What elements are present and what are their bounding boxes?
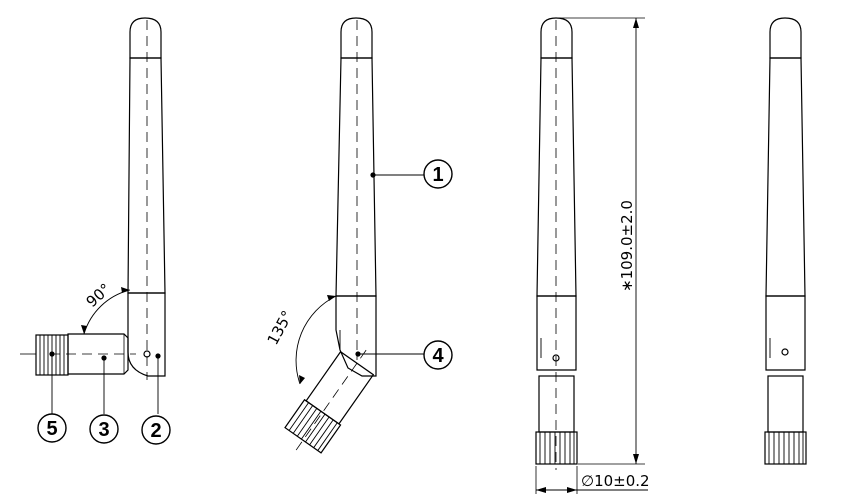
length-dimension-label: ∗109.0±2.0 (618, 200, 636, 292)
callout-1-label: 1 (432, 164, 443, 186)
diameter-dimension-label: ∅10±0.2 (581, 472, 650, 490)
antenna-view-90deg (20, 17, 171, 445)
antenna-view-straight (764, 17, 807, 465)
antenna-whip (335, 57, 377, 297)
callout-3-circle (89, 414, 119, 444)
knurled-nut (764, 431, 807, 465)
callout-4-circle (423, 340, 453, 370)
callout-5-label: 5 (46, 418, 57, 440)
hinge-pin (781, 348, 789, 356)
hinge-body (127, 292, 166, 377)
antenna-whip (536, 57, 577, 297)
knurled-nut (284, 398, 342, 454)
callout-4-label: 4 (432, 345, 444, 367)
callout-2-label: 2 (150, 420, 161, 442)
callout-2-circle (141, 415, 171, 445)
hinge-pin (552, 354, 560, 362)
antenna-whip (127, 57, 166, 294)
angle-label-90: 90° (83, 280, 115, 311)
antenna-tip (129, 17, 162, 59)
callout-3-label: 3 (98, 419, 109, 441)
antenna-tip (769, 17, 802, 59)
connector-body (538, 375, 575, 433)
callout-5-circle (37, 413, 67, 443)
hinge-pin (143, 350, 151, 358)
callout-1-circle (423, 159, 453, 189)
connector-body (767, 375, 804, 433)
connector-body (305, 350, 375, 425)
hinge-body (335, 295, 377, 377)
angle-arc-135 (295, 295, 337, 385)
hinge-body (536, 295, 577, 371)
antenna-view-straight-dimensioned (535, 17, 648, 494)
antenna-tip (340, 17, 373, 59)
angle-label-135: 135° (264, 308, 297, 348)
hinge-body (765, 295, 806, 371)
knurled-nut (535, 431, 578, 465)
antenna-whip (765, 57, 806, 297)
antenna-view-135deg (284, 17, 453, 456)
antenna-tip (540, 17, 573, 59)
